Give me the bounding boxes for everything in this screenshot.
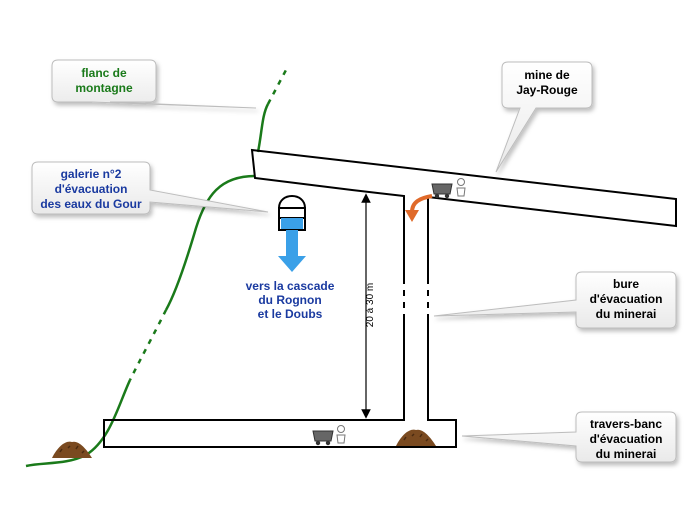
callout-mine [495,61,593,173]
callout-flanc [51,59,257,109]
water-drain [278,195,306,231]
callout-travers-line: d'évacuation [590,432,663,446]
callout-mine-line: Jay-Rouge [516,83,578,97]
water-label-line: et le Doubs [258,307,323,321]
water-label-line: vers la cascade [246,279,335,293]
callout-bure-line: d'évacuation [590,292,663,306]
water-arrow-icon [278,230,306,272]
miner-icon [336,425,346,444]
upper-gallery [103,148,677,448]
callout-galerie-line: galerie n°2 [61,167,122,181]
curved-arrow-head [405,210,419,222]
callout-mine-line: mine de [524,68,570,82]
callout-bure [433,271,677,329]
callout-galerie-line: des eaux du Gour [40,197,142,211]
depth-label: 20 à 30 m [365,283,376,327]
curved-arrow-icon [410,194,433,213]
miner-icon [456,178,466,197]
ore-pile-icon [52,441,92,458]
shaft-gaps [402,284,430,314]
callout-travers-line: du minerai [596,447,657,461]
callout-galerie [31,161,269,215]
callout-bure-line: bure [613,277,639,291]
callout-bure-line: du minerai [596,307,657,321]
ore-pile-icon [396,429,436,446]
callout-flanc-line: montagne [75,81,133,95]
mountain-flank [25,69,288,468]
callout-galerie-line: d'évacuation [55,182,128,196]
water-label-line: du Rognon [258,293,321,307]
callout-travers [461,411,677,463]
callout-travers-line: travers-banc [590,417,662,431]
mine-cart-icon [312,430,334,446]
mine-cart-icon [431,183,453,199]
callout-flanc-line: flanc de [81,66,127,80]
